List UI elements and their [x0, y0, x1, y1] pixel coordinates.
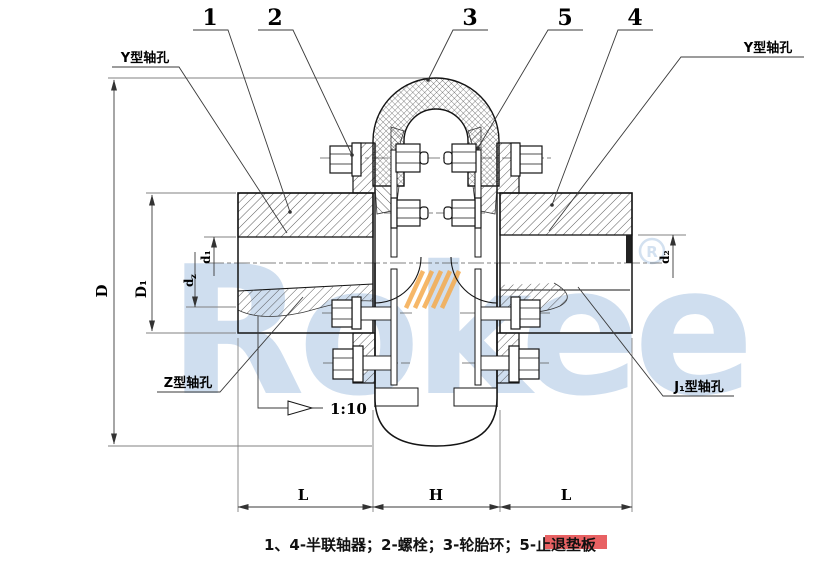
z-hole-broken-section [238, 284, 373, 317]
bolt-tip-inner-left [419, 206, 429, 220]
bolt-shaft-lower-outer-right [480, 355, 510, 371]
dim-label-H: H [429, 486, 443, 504]
stop-plate-right-lower [474, 268, 482, 386]
bolt-head-lower-outer-right [518, 348, 540, 380]
bolt-head-lower-inner-right [519, 299, 541, 328]
bolt-head-upper-left [329, 145, 353, 174]
bolt-head-lower-outer-left [332, 348, 354, 380]
washer-lower-inner-left [351, 296, 362, 330]
hole-label-leaders [112, 56, 804, 397]
label-j1-hole-right: J₁型轴孔 [673, 379, 724, 395]
bolt-shaft-lower-outer-left [362, 355, 392, 371]
callout-dots [288, 78, 554, 214]
taper-label: 1:10 [330, 400, 367, 418]
dim-label-D: D [93, 284, 111, 297]
bell-inner-arc-right [450, 256, 498, 304]
stop-plate-left-lower [390, 268, 398, 386]
bolt-head-inner-left [396, 199, 421, 227]
caption-text: 1、4-半联轴器；2-螺栓；3-轮胎环；5-止退垫板 [264, 536, 597, 554]
dim-label-L-left: L [298, 486, 309, 504]
label-y-hole-right: Y型轴孔 [743, 40, 792, 56]
flange-foot-left [374, 387, 419, 407]
taper-annotation: 1:10 [257, 316, 367, 418]
washer-upper-left [351, 142, 362, 177]
svg-text:d: d [182, 278, 196, 287]
washer-lower-outer-right [508, 345, 520, 383]
bell-inner-arc-left [374, 256, 422, 304]
callout-5: 5 [557, 5, 572, 31]
dim-label-D1: D₁ [134, 280, 150, 298]
callout-2: 2 [267, 5, 282, 31]
flange-foot-right [453, 387, 498, 407]
bell-outline [374, 256, 498, 447]
label-z-hole-left: Z型轴孔 [164, 375, 212, 391]
bolt-tip-upper-right [443, 151, 453, 165]
bolt-head-inner-right [451, 199, 476, 227]
washer-upper-right [510, 142, 521, 177]
watermark-accent-stripes [403, 270, 462, 309]
bolt-shaft-lower-inner-right [480, 306, 512, 321]
taper-flag-icon [287, 400, 314, 416]
dimensions [111, 79, 676, 510]
washer-lower-outer-left [352, 345, 364, 383]
callout-4: 4 [627, 5, 642, 31]
label-y-hole-left: Y型轴孔 [120, 50, 169, 66]
callout-3: 3 [462, 5, 477, 31]
callout-1: 1 [202, 5, 217, 31]
caption-stamp [545, 535, 607, 549]
washer-lower-inner-right [510, 296, 521, 330]
bolt-shaft-lower-inner-left [360, 306, 392, 321]
callout-leaders [193, 29, 653, 213]
fasteners [329, 142, 543, 383]
bolt-tip-upper-left [419, 151, 429, 165]
left-hub-section [237, 192, 374, 334]
washer-inner-right [474, 197, 482, 229]
dim-label-d1: d₁ [199, 250, 213, 264]
nut-upper-right [451, 143, 477, 173]
extension-lines [108, 77, 686, 512]
dim-label-dz: d z [182, 274, 199, 287]
nut-upper-left [395, 143, 421, 173]
dim-label-L-right: L [561, 486, 572, 504]
bolt-head-lower-inner-left [331, 299, 353, 328]
washer-inner-left [390, 197, 398, 229]
bolt-head-upper-right [519, 145, 543, 174]
j1-hole-end-wall [626, 235, 632, 263]
right-hub-section [499, 192, 633, 334]
dim-label-d2: d₂ [658, 250, 672, 264]
registered-mark-letter: R [646, 243, 658, 261]
bolt-tip-inner-right [443, 206, 453, 220]
svg-text:z: z [189, 274, 199, 279]
